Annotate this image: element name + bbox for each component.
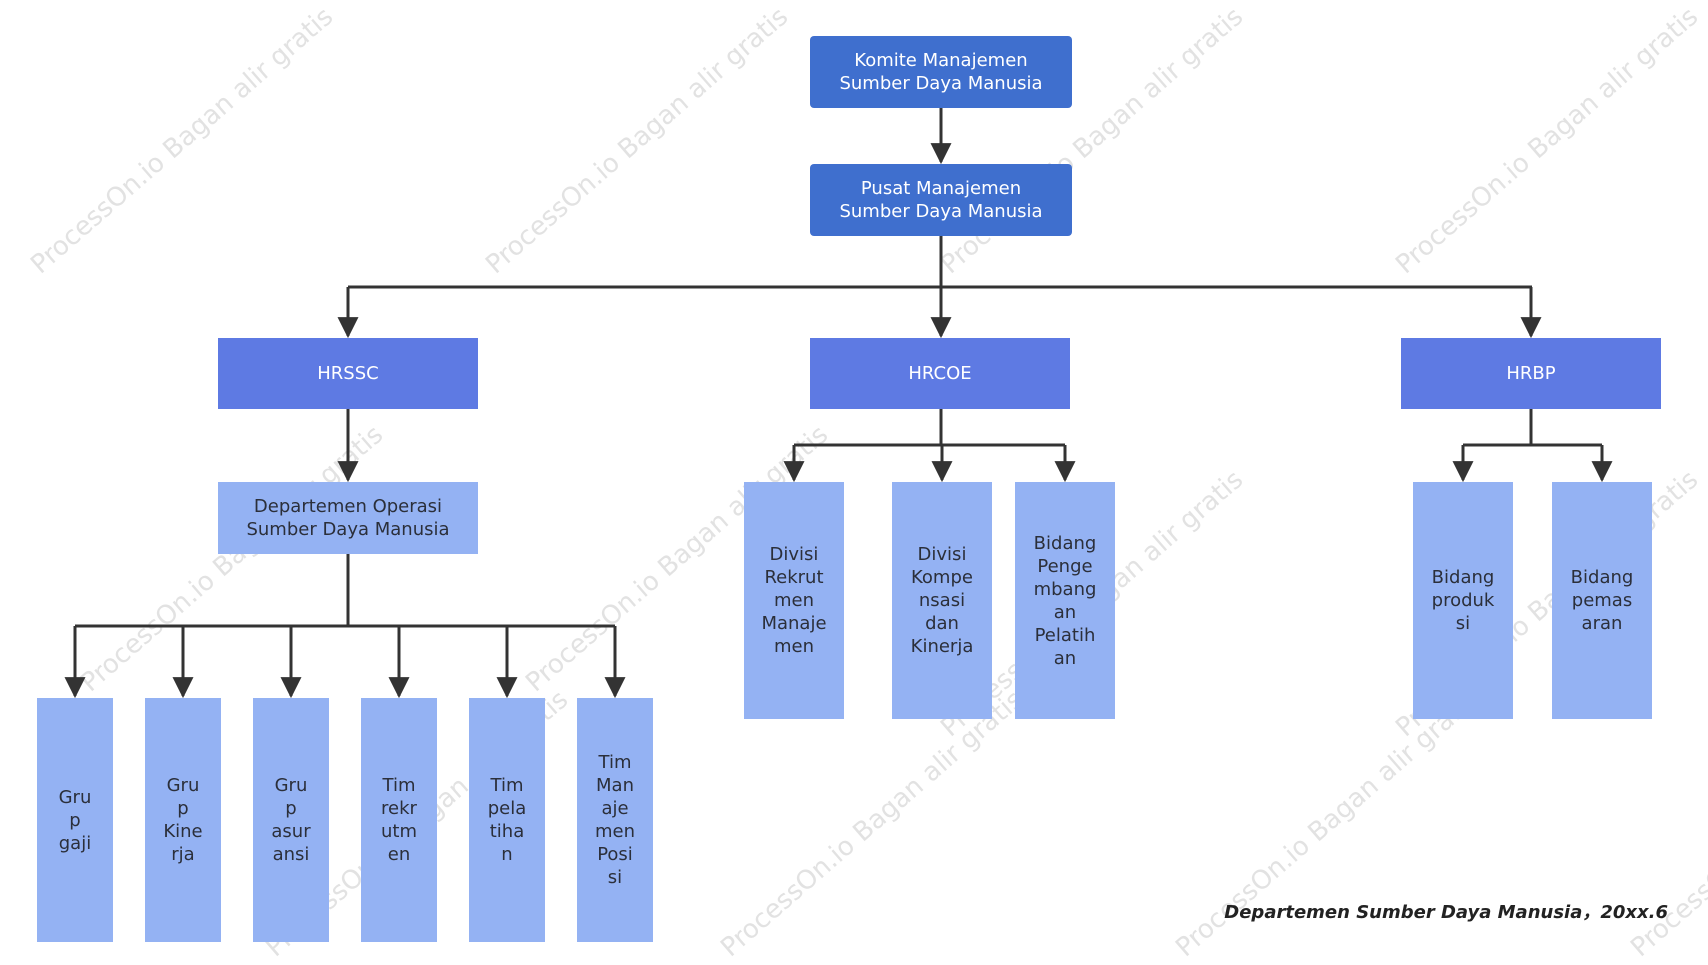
node-ops-group-0-line-1: p	[69, 809, 81, 831]
node-bp-field-1-line-2: aran	[1581, 613, 1623, 634]
node-coe-division-1-line-0: Divisi	[917, 544, 967, 565]
node-ops-group-0-line-2: gaji	[58, 832, 92, 854]
node-ops-group-2-line-0: Gru	[274, 775, 308, 796]
node-hrcoe-label: HRCOE	[908, 363, 972, 384]
node-ops-dept-line-1: Sumber Daya Manusia	[246, 519, 450, 540]
node-coe-division-0-line-1: Rekrut	[764, 567, 824, 588]
node-coe-division-2-line-3: an	[1053, 601, 1077, 623]
node-hrssc: HRSSC	[218, 338, 478, 409]
node-root-line-0: Komite Manajemen	[854, 50, 1028, 71]
node-ops-group-2-line-3: ansi	[272, 844, 310, 865]
node-ops-group-4-line-3: n	[501, 844, 513, 865]
node-coe-division-0-line-4: men	[773, 636, 814, 657]
node-ops-group-3-line-2: utm	[381, 821, 417, 842]
node-hrbp: HRBP	[1401, 338, 1661, 409]
node-ops-group-5-line-1: Man	[596, 775, 634, 796]
node-coe-division-1-line-2: nsasi	[918, 590, 966, 611]
node-coe-division-2-line-0: Bidang	[1033, 532, 1097, 554]
node-ops-group-5-line-4: Posi	[597, 844, 633, 865]
node-ops-group-5-line-2: aje	[601, 798, 629, 819]
node-ops-group-3-line-3: en	[387, 844, 411, 865]
node-coe-division-1-line-4: Kinerja	[910, 636, 974, 657]
node-coe-division-0-line-2: men	[773, 590, 814, 611]
node-bp-field-1-line-1: pemas	[1571, 590, 1633, 611]
node-ops-group-5-line-3: men	[594, 821, 636, 842]
node-ops-group-2-line-1: p	[285, 798, 297, 819]
node-ops-group-1-line-0: Gru	[166, 775, 200, 796]
node-ops-group-4-line-0: Tim	[490, 775, 524, 796]
node-ops-group-4-line-2: tiha	[489, 821, 525, 842]
node-bp-field-0-line-0: Bidang	[1431, 567, 1495, 588]
node-ops-group-5-line-0: Tim	[598, 752, 632, 773]
node-hrcoe: HRCOE	[810, 338, 1070, 409]
node-hrssc-label: HRSSC	[317, 363, 379, 384]
node-bp-field-0-line-1: produk	[1431, 590, 1495, 611]
node-ops-group-5-line-5: si	[607, 867, 623, 888]
node-coe-division-2-line-5: an	[1053, 647, 1077, 669]
node-center-line-0: Pusat Manajemen	[860, 178, 1022, 199]
node-coe-division-2-line-2: mbang	[1033, 578, 1097, 600]
node-coe-division-2-line-1: Penge	[1037, 555, 1093, 577]
node-coe-division-1-line-3: dan	[925, 613, 959, 634]
node-ops-dept-line-0: Departemen Operasi	[253, 496, 443, 517]
node-coe-division-1-line-1: Kompe	[911, 567, 973, 588]
node-coe-division-0-line-0: Divisi	[769, 544, 819, 565]
node-ops-group-0-line-0: Gru	[58, 786, 92, 808]
node-ops-group-1-line-2: Kine	[163, 821, 203, 842]
node-ops-group-2-line-2: asur	[271, 821, 311, 842]
node-hrbp-label: HRBP	[1506, 363, 1556, 384]
node-ops-group-1-line-1: p	[177, 798, 189, 819]
node-bp-field-1-line-0: Bidang	[1570, 567, 1634, 588]
node-center-line-1: Sumber Daya Manusia	[839, 201, 1043, 222]
node-coe-division-2-line-4: Pelatih	[1034, 624, 1096, 646]
footer-caption: Departemen Sumber Daya Manusia，20xx.6	[1224, 902, 1668, 923]
node-ops-group-1-line-3: rja	[171, 844, 195, 865]
node-root-line-1: Sumber Daya Manusia	[839, 73, 1043, 94]
node-bp-field-0-line-2: si	[1455, 613, 1471, 634]
node-ops-group-4-line-1: pela	[487, 798, 527, 819]
node-ops-group-3-line-1: rekr	[381, 798, 417, 819]
node-ops-group-3-line-0: Tim	[382, 775, 416, 796]
node-coe-division-0-line-3: Manaje	[761, 613, 827, 634]
